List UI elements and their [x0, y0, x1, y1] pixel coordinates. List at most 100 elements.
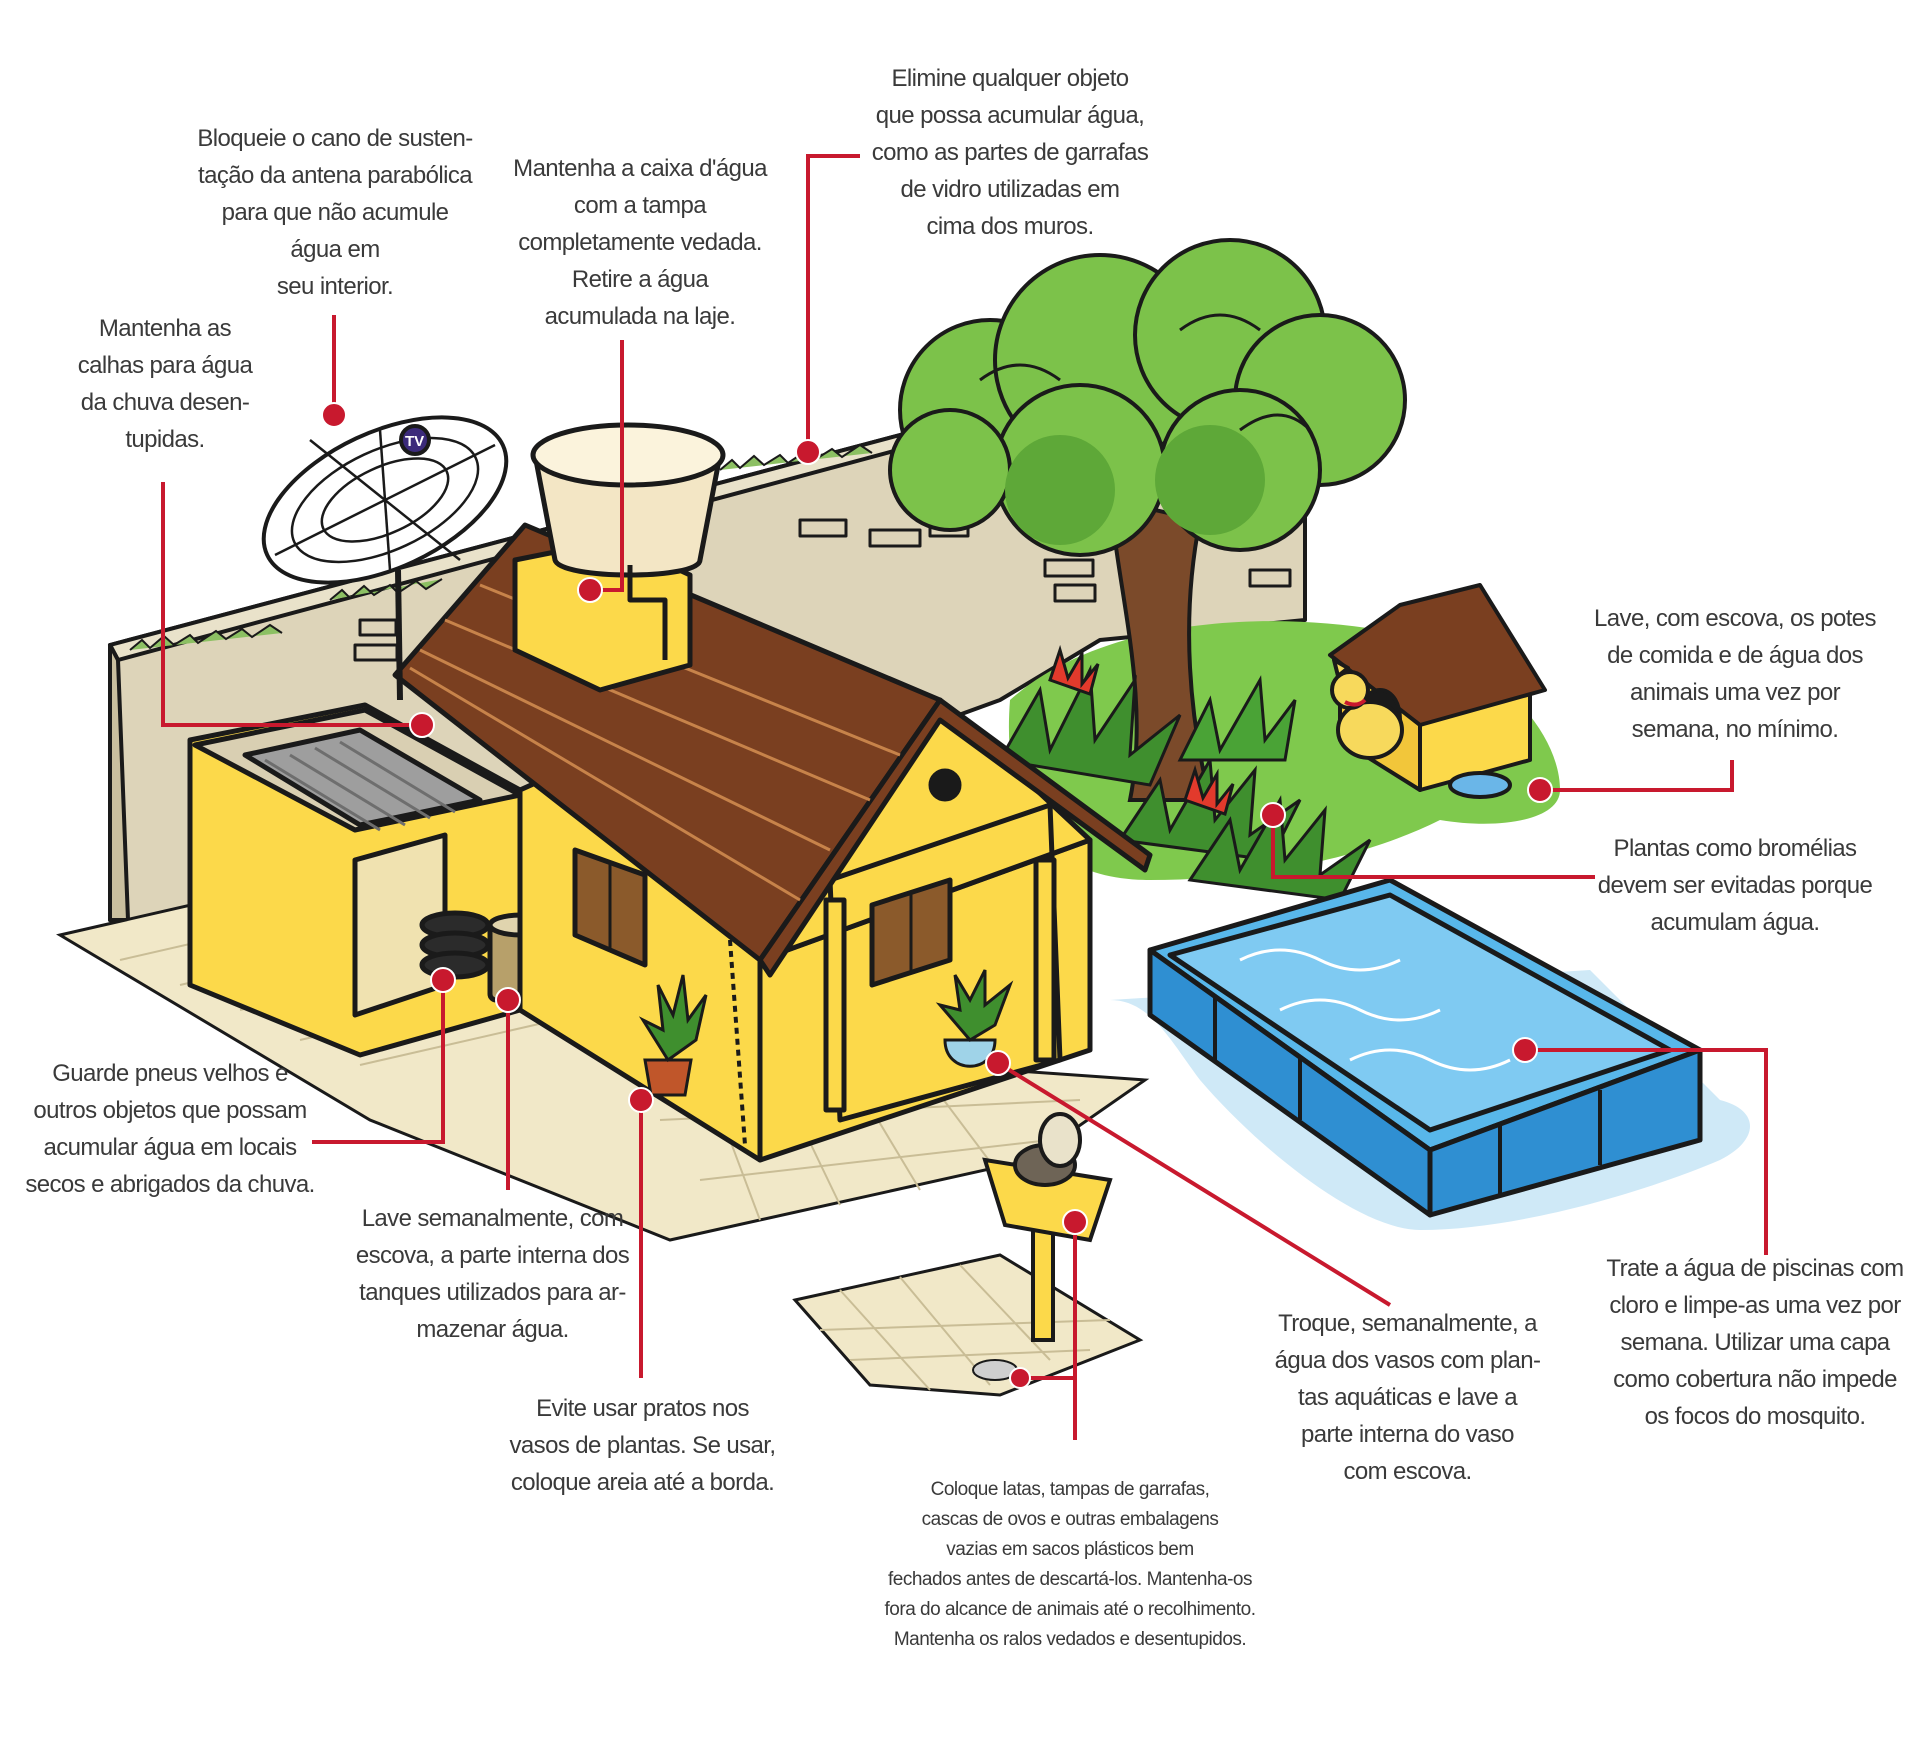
- callout-aquatic-plants: Troque, semanalmente, a água dos vasos co…: [1265, 1305, 1550, 1490]
- leader-tires: [312, 980, 445, 1144]
- callout-line: calhas para água: [77, 352, 253, 379]
- callout-tanks: Lave semanalmente, com escova, a parte in…: [340, 1200, 645, 1348]
- callout-line: para que não acumule: [221, 199, 449, 226]
- callout-bromeliads: Plantas como bromélias devem ser evitadas…: [1585, 830, 1885, 941]
- callout-line: Guarde pneus velhos e: [52, 1060, 288, 1087]
- dish-tv-label: TV: [405, 433, 424, 450]
- callout-line: Lave semanalmente, com: [361, 1205, 624, 1232]
- tree-icon: [888, 238, 1407, 802]
- callout-line: Mantenha a caixa d'água: [513, 155, 767, 182]
- callout-line: secos e abrigados da chuva.: [25, 1171, 315, 1198]
- callout-line: Plantas como bromélias: [1613, 835, 1858, 862]
- dog-house-icon: [1328, 583, 1547, 799]
- aquatic-plant-vase-icon: [935, 969, 1014, 1068]
- callout-water-tank: Mantenha a caixa d'água com a tampa comple…: [490, 150, 790, 335]
- callout-line: de vidro utilizadas em: [900, 176, 1121, 203]
- water-tank-icon: [530, 422, 726, 660]
- callout-line: Lave, com escova, os potes: [1594, 605, 1877, 632]
- callout-plant-dishes: Evite usar pratos nos vasos de plantas. S…: [500, 1390, 785, 1501]
- callout-line: da chuva desen-: [80, 389, 250, 416]
- callout-line: acumulam água.: [1650, 909, 1820, 936]
- callout-line: Elimine qualquer objeto: [891, 65, 1129, 92]
- leader-dot-drain: [1009, 1367, 1031, 1389]
- callout-line: tanques utilizados para ar-: [359, 1279, 626, 1306]
- leader-dot-pool: [1512, 1037, 1538, 1063]
- callout-line: Coloque latas, tampas de garrafas,: [930, 1479, 1210, 1500]
- leader-dot-water-tank: [577, 577, 603, 603]
- leader-pet-bowls: [1540, 760, 1734, 792]
- callout-line: seu interior.: [276, 273, 394, 300]
- callout-line: Retire a água: [571, 266, 709, 293]
- callout-line: com escova.: [1343, 1458, 1472, 1485]
- callout-line: com a tampa: [573, 192, 707, 219]
- callout-line: completamente vedada.: [518, 229, 762, 256]
- callout-line: fora do alcance de animais até o recolhi…: [884, 1599, 1256, 1620]
- callout-line: que possa acumular água,: [875, 102, 1145, 129]
- pet-bowl-icon: [1448, 771, 1512, 799]
- callout-line: tação da antena parabólica: [198, 162, 473, 189]
- leader-dot-wall-objects: [795, 439, 821, 465]
- leader-bromeliads: [1271, 815, 1595, 879]
- callout-line: devem ser evitadas porque: [1597, 872, 1873, 899]
- callout-line: mazenar água.: [416, 1316, 569, 1343]
- leader-pool: [1525, 1048, 1768, 1255]
- callout-line: água em: [290, 236, 380, 263]
- bromeliad-bushes: [997, 644, 1372, 902]
- callout-line: vasos de plantas. Se usar,: [509, 1432, 777, 1459]
- leader-dot-plant-dishes: [628, 1087, 654, 1113]
- leader-dot-pet-bowls: [1527, 777, 1553, 803]
- callout-line: Mantenha os ralos vedados e desentupidos…: [893, 1629, 1247, 1650]
- callout-line: como cobertura não impede: [1613, 1366, 1897, 1393]
- callout-tires: Guarde pneus velhos e outros objetos que …: [25, 1055, 315, 1203]
- callout-line: parte interna do vaso: [1301, 1421, 1514, 1448]
- tires-icon: [419, 910, 491, 980]
- callout-line: semana. Utilizar uma capa: [1620, 1329, 1890, 1356]
- callout-line: escova, a parte interna dos: [355, 1242, 630, 1269]
- leader-dot-trash: [1062, 1209, 1088, 1235]
- leader-wall-objects: [806, 154, 860, 452]
- callout-line: cima dos muros.: [926, 213, 1094, 240]
- callout-line: coloque areia até a borda.: [510, 1469, 775, 1496]
- wall-top-glass-shards: [129, 443, 873, 651]
- leader-aquatic-plants: [996, 1061, 1392, 1307]
- callout-line: tas aquáticas e lave a: [1298, 1384, 1518, 1411]
- callout-line: semana, no mínimo.: [1631, 716, 1839, 743]
- callout-gutters: Mantenha as calhas para água da chuva dese…: [55, 310, 275, 458]
- leader-dot-tires: [430, 967, 456, 993]
- leader-dots: [321, 402, 1553, 1389]
- potted-plant-icon: [638, 974, 708, 1097]
- callout-line: Evite usar pratos nos: [536, 1395, 749, 1422]
- callout-wall-objects: Elimine qualquer objeto que possa acumula…: [860, 60, 1160, 245]
- leader-dot-bromeliads: [1260, 802, 1286, 828]
- callout-line: animais uma vez por: [1629, 679, 1841, 706]
- callout-line: Troque, semanalmente, a: [1278, 1310, 1537, 1337]
- callout-trash: Coloque latas, tampas de garrafas,cascas…: [855, 1475, 1285, 1655]
- callout-line: outros objetos que possam: [33, 1097, 307, 1124]
- callout-line: Trate a água de piscinas com: [1606, 1255, 1904, 1282]
- callout-line: de comida e de água dos: [1607, 642, 1863, 669]
- callout-line: acumular água em locais: [43, 1134, 297, 1161]
- leader-gutters: [161, 482, 422, 727]
- leader-lines: [161, 154, 1768, 1440]
- callout-line: como as partes de garrafas: [871, 139, 1149, 166]
- callout-line: tupidas.: [125, 426, 205, 453]
- callout-line: acumulada na laje.: [544, 303, 736, 330]
- callout-line: Mantenha as: [98, 315, 232, 342]
- leader-dot-tanks: [495, 987, 521, 1013]
- callout-line: fechados antes de descartá-los. Mantenha…: [887, 1569, 1253, 1590]
- callout-pet-bowls: Lave, com escova, os potes de comida e de…: [1585, 600, 1885, 748]
- dog-icon: [1330, 658, 1404, 760]
- callout-line: Bloqueie o cano de susten-: [197, 125, 473, 152]
- satellite-dish-icon: TV: [261, 415, 509, 701]
- callout-line: água dos vasos com plan-: [1274, 1347, 1541, 1374]
- house-icon: [187, 422, 1153, 1163]
- callout-antenna: Bloqueie o cano de susten-tação da anten…: [185, 120, 485, 305]
- leader-dot-aquatic-plants: [985, 1050, 1011, 1076]
- callout-line: vazias em sacos plásticos bem: [946, 1539, 1194, 1560]
- callout-pool: Trate a água de piscinas com cloro e limp…: [1600, 1250, 1910, 1435]
- leader-dot-antenna: [321, 402, 347, 428]
- leader-dot-gutters: [409, 712, 435, 738]
- callout-line: os focos do mosquito.: [1644, 1403, 1866, 1430]
- callout-line: cloro e limpe-as uma vez por: [1609, 1292, 1901, 1319]
